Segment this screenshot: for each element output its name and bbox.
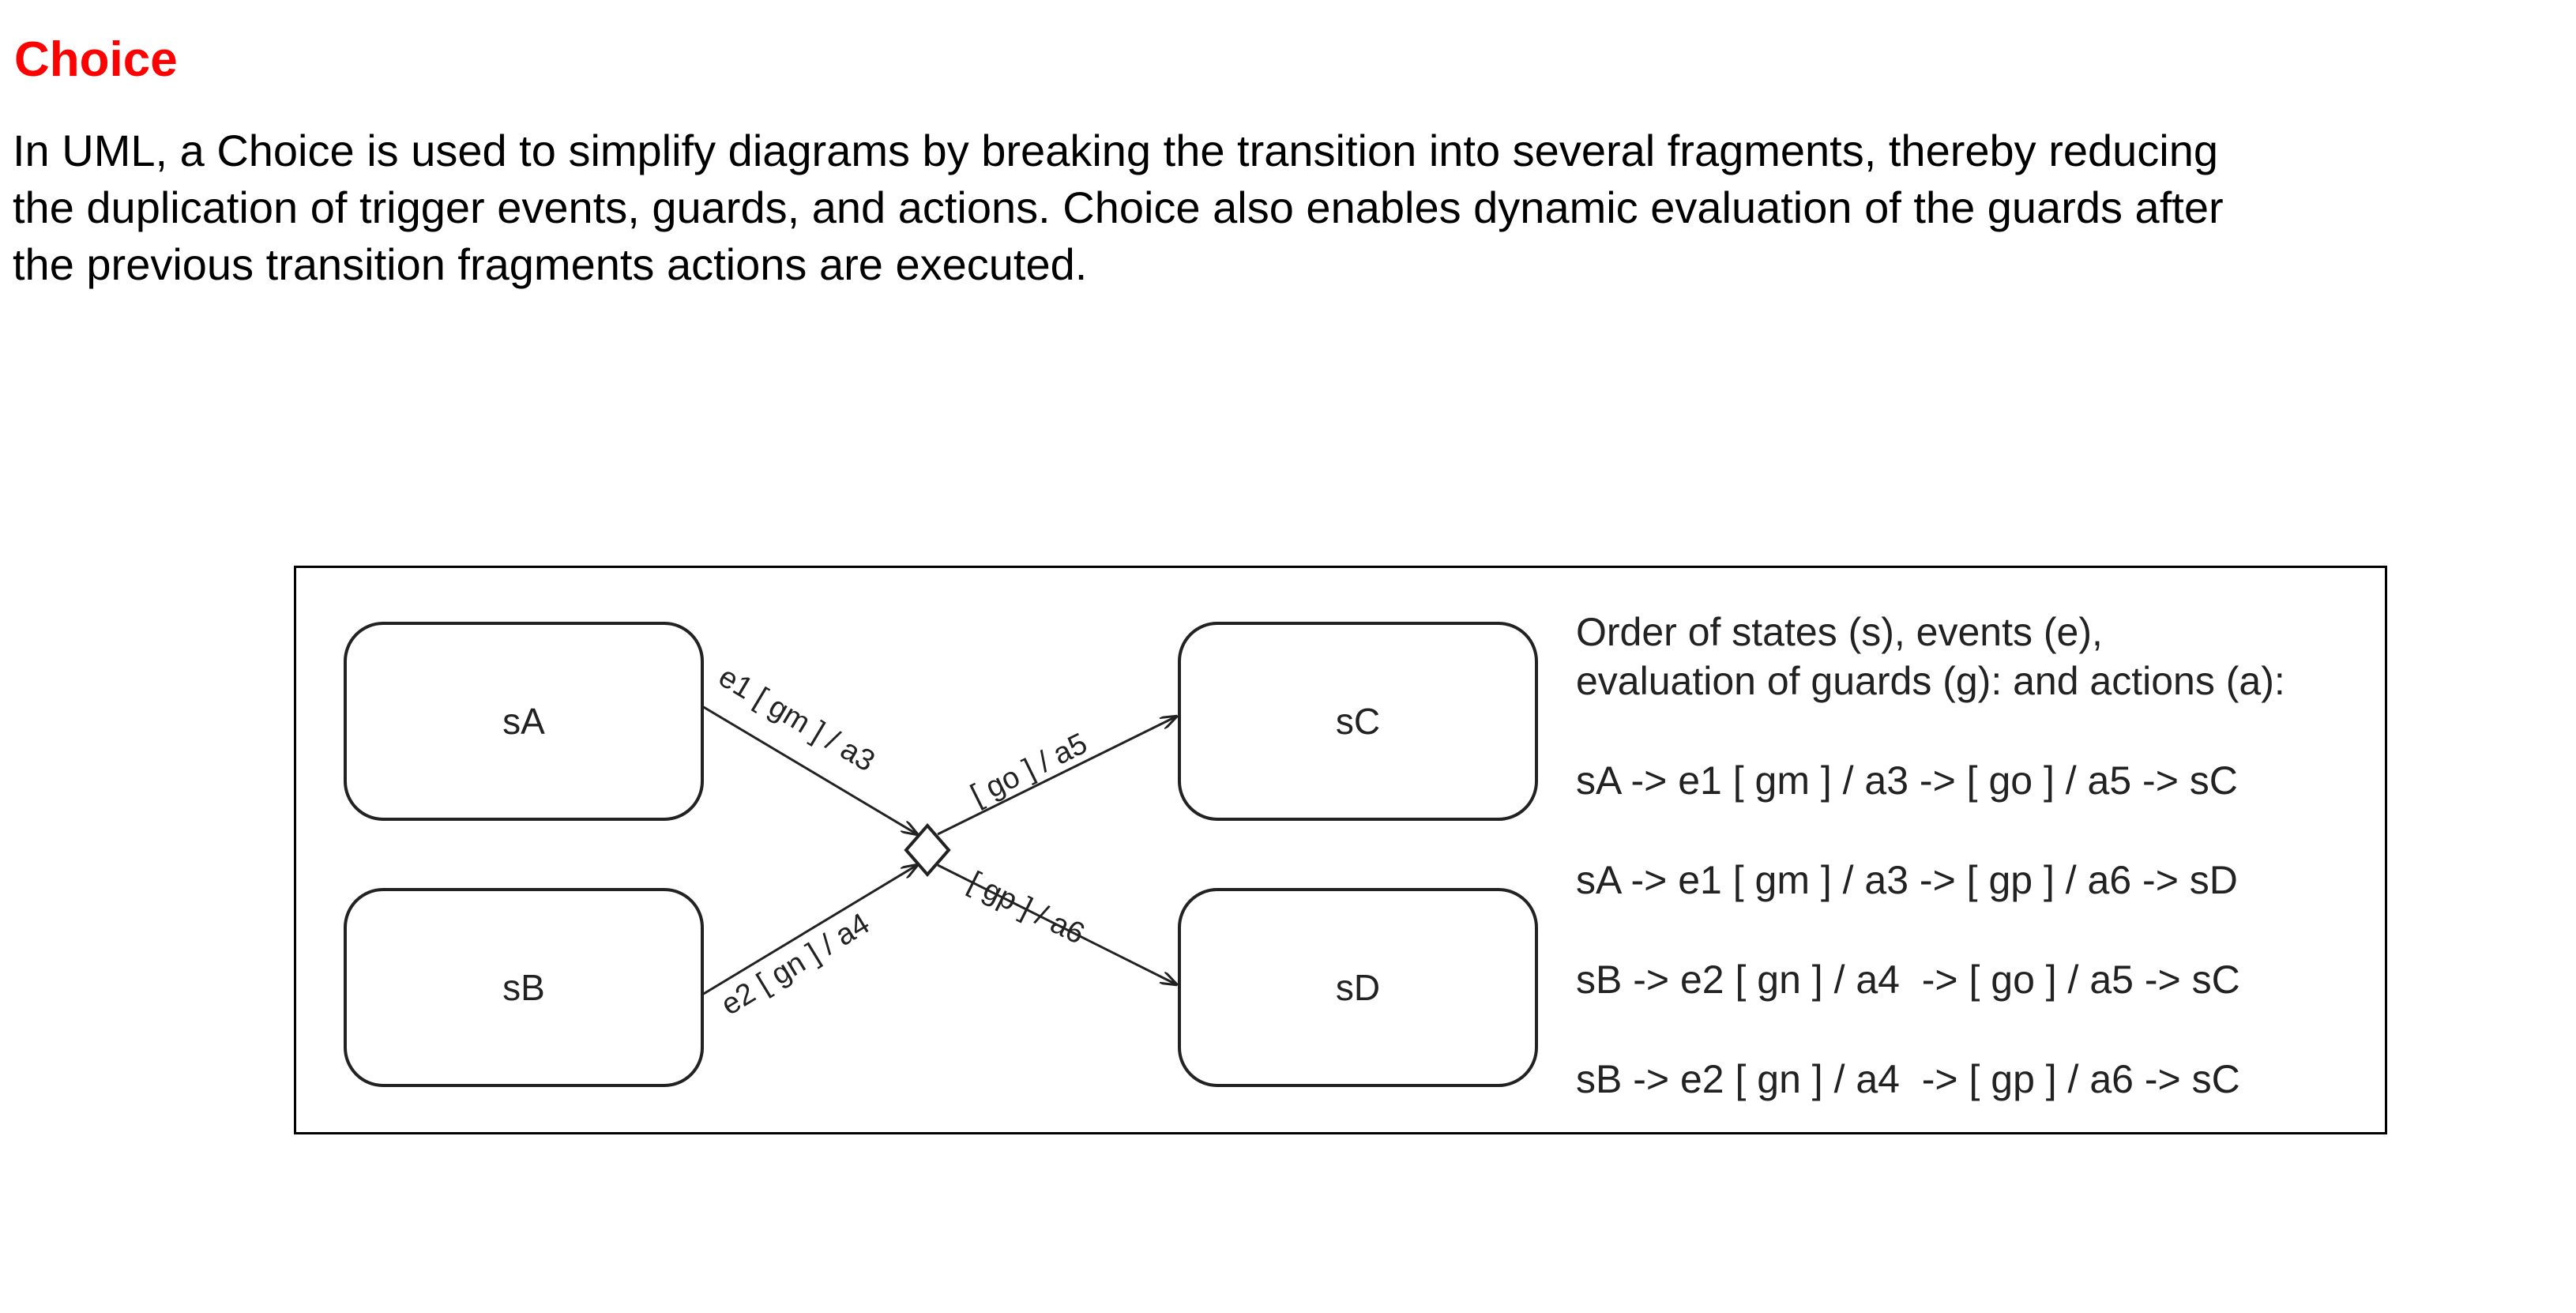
page-title: Choice: [14, 32, 178, 87]
legend-heading-line2: evaluation of guards (g): and actions (a…: [1576, 659, 2285, 703]
transition-label-sD: [ gp ] / a6: [963, 865, 1090, 950]
state-sD: sD: [1178, 888, 1538, 1087]
legend: Order of states (s), events (e), evaluat…: [1576, 610, 2285, 1101]
state-sA-label: sA: [502, 701, 545, 742]
state-sB-label: sB: [502, 967, 545, 1008]
state-sC: sC: [1178, 622, 1538, 821]
state-sA: sA: [344, 622, 704, 821]
state-sC-label: sC: [1336, 701, 1380, 742]
diagram-canvas: sA sB sC sD e1 [ gm ] / a3 e2 [ gn ] / a…: [344, 610, 2285, 1101]
legend-heading-line1: Order of states (s), events (e),: [1576, 610, 2103, 654]
legend-sequence-2: sA -> e1 [ gm ] / a3 -> [ gp ] / a6 -> s…: [1576, 858, 2238, 902]
transition-choice-to-sC: [937, 717, 1176, 836]
choice-node-diamond: [904, 822, 951, 878]
state-sD-label: sD: [1336, 967, 1380, 1008]
transition-sB-to-choice: [701, 865, 917, 996]
legend-sequence-1: sA -> e1 [ gm ] / a3 -> [ go ] / a5 -> s…: [1576, 758, 2238, 803]
state-sB: sB: [344, 888, 704, 1087]
transition-label-sB: e2 [ gn ] / a4: [716, 907, 875, 1022]
transition-label-sA: e1 [ gm ] / a3: [713, 660, 880, 779]
transition-label-sC: [ go ] / a5: [965, 727, 1092, 812]
transition-choice-to-sD: [937, 863, 1176, 984]
description-paragraph: In UML, a Choice is used to simplify dia…: [13, 126, 2224, 289]
transition-sA-to-choice: [701, 705, 917, 834]
choice-diagram: sA sB sC sD e1 [ gm ] / a3 e2 [ gn ] / a…: [294, 566, 2387, 1134]
legend-sequence-3: sB -> e2 [ gn ] / a4 -> [ go ] / a5 -> s…: [1576, 957, 2240, 1002]
legend-sequence-4: sB -> e2 [ gn ] / a4 -> [ gp ] / a6 -> s…: [1576, 1057, 2240, 1101]
